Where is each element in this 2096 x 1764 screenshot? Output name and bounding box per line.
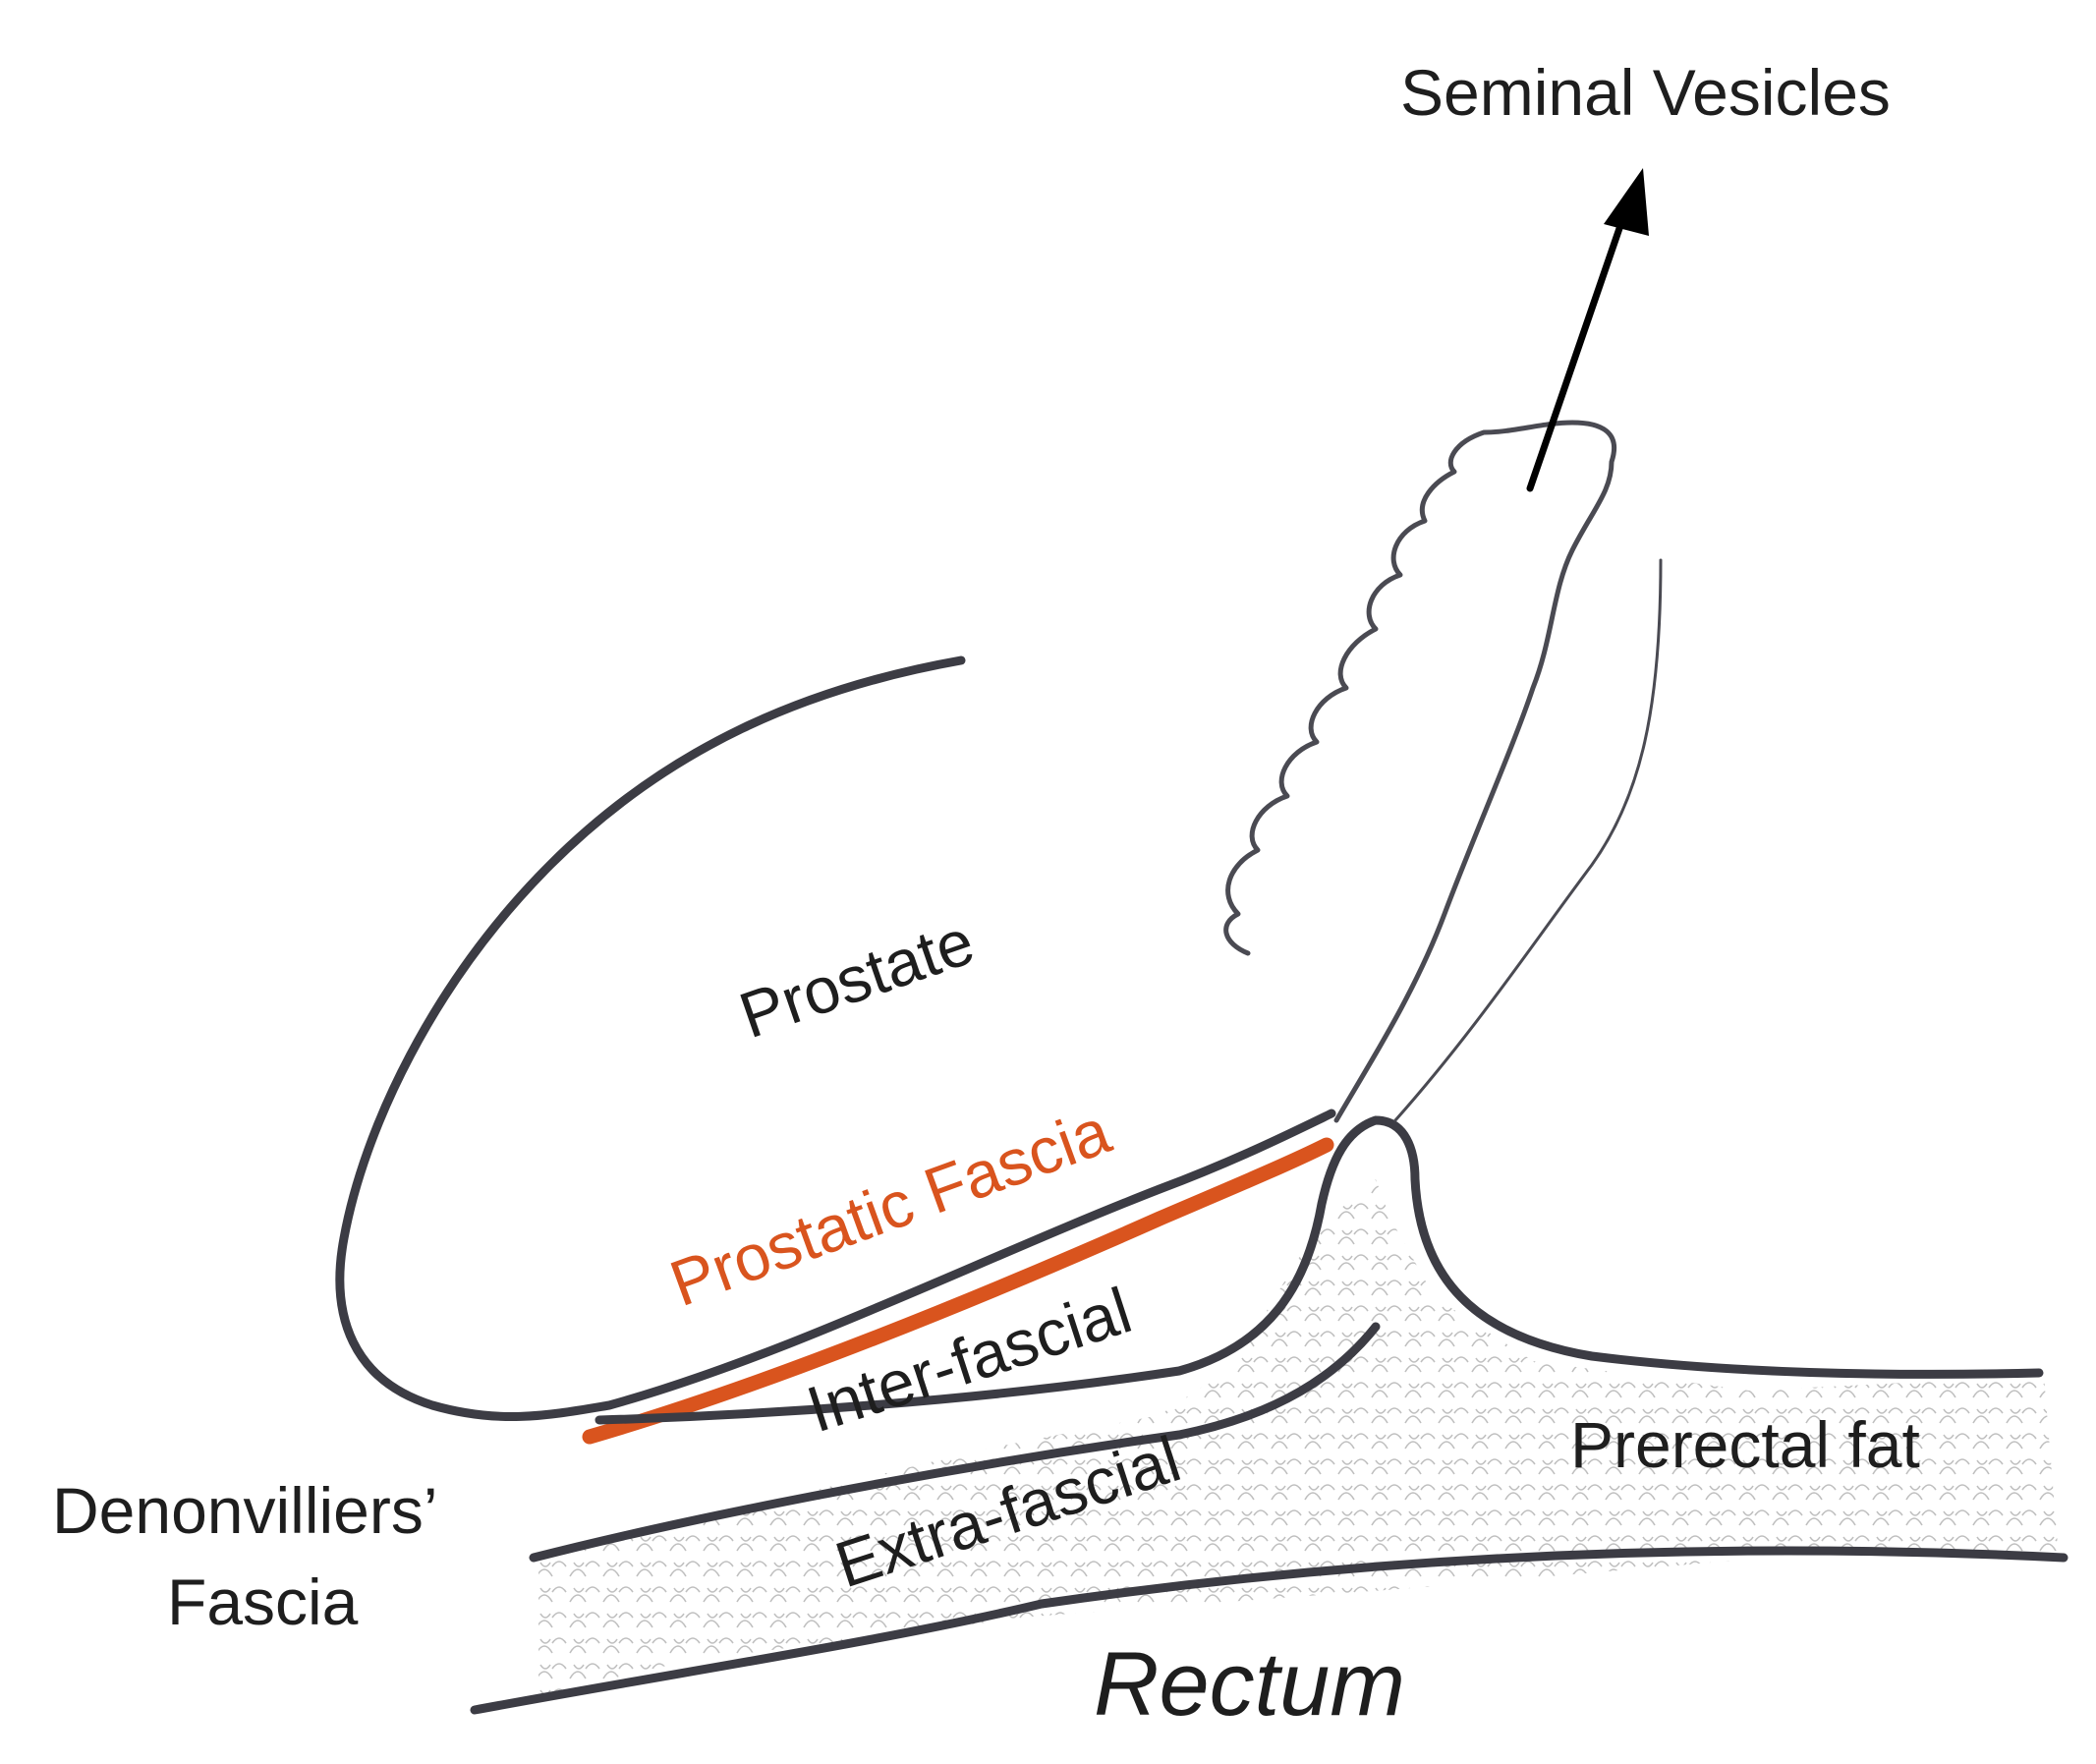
- prostatic-fascia-line: [582, 1137, 1334, 1445]
- seminal-vesicles-label: Seminal Vesicles: [1400, 56, 1891, 129]
- rectum-lower-wall: [470, 1599, 1047, 1715]
- upper-rectal-line: [529, 1322, 1381, 1563]
- rectum-label: Rectum: [1094, 1634, 1405, 1735]
- seminal-vesicle-outline: [1223, 420, 1617, 1123]
- seminal-vesicles-arrow-head: [1604, 168, 1649, 236]
- denonvilliers-fascia-line: [595, 1115, 2044, 1425]
- denonvilliers-label-line1: Denonvilliers’: [52, 1474, 438, 1547]
- prostate-label: Prostate: [730, 904, 982, 1052]
- prerectal-fat-label: Prerectal fat: [1570, 1408, 1920, 1481]
- prostatic-fascia-label: Prostatic Fascia: [660, 1094, 1119, 1320]
- rectum-upper-wall: [1037, 1546, 2068, 1609]
- prostate-outline: [335, 655, 1336, 1422]
- seminal-vesicles-arrow-shaft: [1526, 204, 1630, 492]
- seminal-vesicle-side-line: [1393, 558, 1663, 1122]
- prerectal-fat-region: [538, 1179, 2059, 1695]
- denonvilliers-label-line2: Fascia: [167, 1565, 359, 1638]
